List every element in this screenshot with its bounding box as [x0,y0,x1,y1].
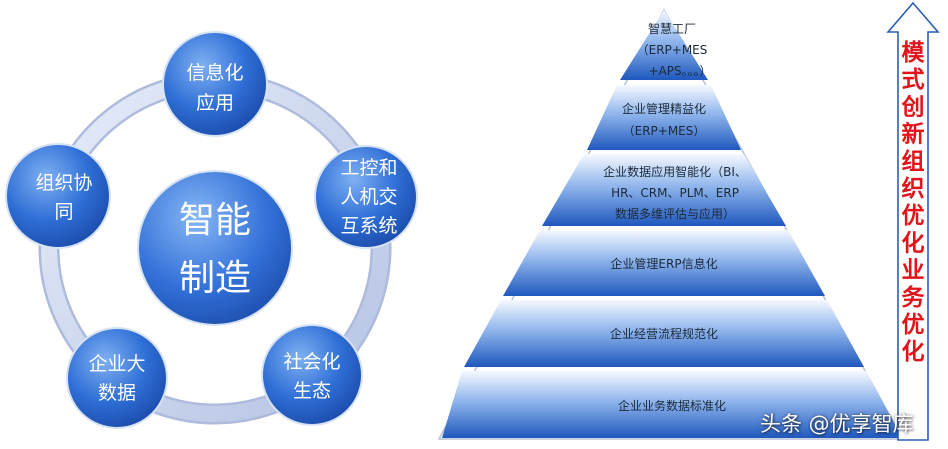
side-vertical-label: 模式创新组织优化业务优化 [901,40,926,365]
layer-text: 企业业务数据标准化 [618,398,726,413]
layer-text: 数据多维评估与应用） [615,206,735,221]
pyramid-layer-erp: 企业管理ERP信息化 [503,230,825,296]
pyramid-layer-lean: 企业管理精益化 （ERP+MES） [587,85,741,150]
layer-text: 企业经营流程规范化 [610,326,718,341]
cycle-node-hmi: 工控和 人机交 互系统 [314,145,418,249]
layer-text: 企业管理精益化 [622,101,706,116]
cycle-node-social: 社会化 生态 [261,324,363,426]
side-label-char: 组 [902,148,925,175]
cycle-node-collab: 组织协 同 [5,143,111,249]
node-label: 信息化 [186,62,243,84]
node-label: 数据 [98,382,136,404]
side-label-char: 模 [902,40,926,66]
side-label-char: 务 [902,285,926,311]
node-label: 应用 [196,92,234,114]
cycle-node-info: 信息化 应用 [162,31,268,137]
node-label: 互系统 [340,215,397,237]
node-label: 组织协 [35,172,92,194]
up-arrow: 模式创新组织优化业务优化 [886,1,940,441]
arrow-up-icon [886,1,940,441]
center-line-2: 制造 [179,258,251,299]
node-label: 社会化 [283,351,340,373]
side-label-char: 优 [902,312,925,338]
side-label-char: 式 [902,67,925,93]
cycle-center: 智能 制造 [137,170,293,326]
side-label-char: 新 [902,121,925,148]
layer-text: 企业管理ERP信息化 [610,256,717,271]
layer-text: HR、CRM、PLM、ERP [611,186,739,200]
side-label-char: 业 [902,258,925,284]
side-label-char: 创 [901,94,925,120]
layer-text: 智慧工厂 [648,21,696,36]
side-label-char: 化 [902,229,925,256]
layer-text: （ERP+MES） [623,124,706,138]
node-label: 人机交 [340,186,397,208]
node-label: 同 [54,201,73,223]
node-label: 企业大 [88,353,145,375]
side-label-char: 织 [902,176,925,202]
layer-text: +APS。。。） [648,64,711,78]
center-line-1: 智能 [179,200,251,241]
pyramid-layer-data-intelligence: 企业数据应用智能化（BI、 HR、CRM、PLM、ERP 数据多维评估与应用） [542,154,786,226]
layer-text: 企业数据应用智能化（BI、 [603,164,747,179]
pyramid-layer-process: 企业经营流程规范化 [464,300,864,367]
layer-text: （ERP+MES [637,43,708,57]
node-label: 工控和 [340,157,397,179]
pyramid-layer-smart-factory: 智慧工厂 （ERP+MES +APS。。。） [620,10,712,80]
pyramid: 智慧工厂 （ERP+MES +APS。。。） 企业管理精益化 （ERP+MES）… [437,8,905,440]
node-label: 生态 [293,380,331,402]
pyramid-layer-standard: 企业业务数据标准化 [442,371,902,438]
side-label-char: 优 [902,203,925,229]
cycle-node-bigdata: 企业大 数据 [66,327,168,429]
cycle-diagram: 智能 制造 信息化 应用 工控和 人机交 互系统 社会化 生态 企业大 数据 组… [5,31,418,429]
watermark: 头条 @优享智库 [760,412,914,436]
side-label-char: 化 [902,338,925,365]
